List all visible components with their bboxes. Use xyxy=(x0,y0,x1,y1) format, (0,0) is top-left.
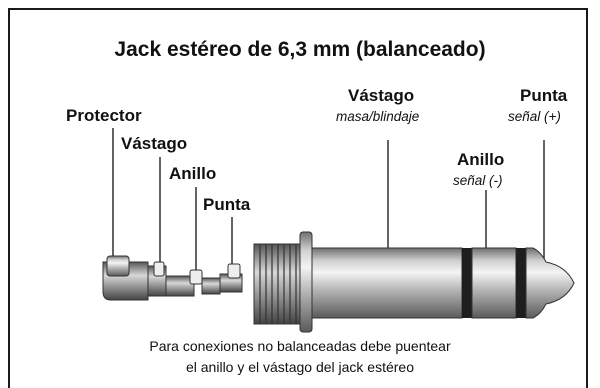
label-ring-right-sub: señal (-) xyxy=(453,173,503,188)
jack-illustration xyxy=(102,128,575,333)
label-ring-left: Anillo xyxy=(169,164,217,183)
diagram-title: Jack estéreo de 6,3 mm (balanceado) xyxy=(114,38,486,61)
label-sleeve-left: Vástago xyxy=(121,134,188,153)
threaded-collar xyxy=(253,231,313,333)
label-ring-right: Anillo xyxy=(457,150,505,169)
diagram-frame xyxy=(8,8,588,388)
note-line-1: Para conexiones no balanceadas debe puen… xyxy=(149,338,451,354)
insulator-2 xyxy=(516,248,526,318)
label-tip-right: Punta xyxy=(520,86,568,105)
label-protector: Protector xyxy=(66,106,142,125)
insulator-1 xyxy=(462,248,472,318)
label-sleeve-right: Vástago xyxy=(348,86,415,105)
jack-sleeve xyxy=(311,247,463,319)
solder-lugs xyxy=(102,255,243,301)
jack-ring xyxy=(471,247,517,319)
note-line-2: el anillo y el vástago del jack estéreo xyxy=(185,359,415,375)
jack-tip xyxy=(525,247,575,319)
label-sleeve-right-sub: masa/blindaje xyxy=(336,109,420,124)
label-tip-right-sub: señal (+) xyxy=(508,109,561,124)
label-tip-left: Punta xyxy=(203,195,251,214)
